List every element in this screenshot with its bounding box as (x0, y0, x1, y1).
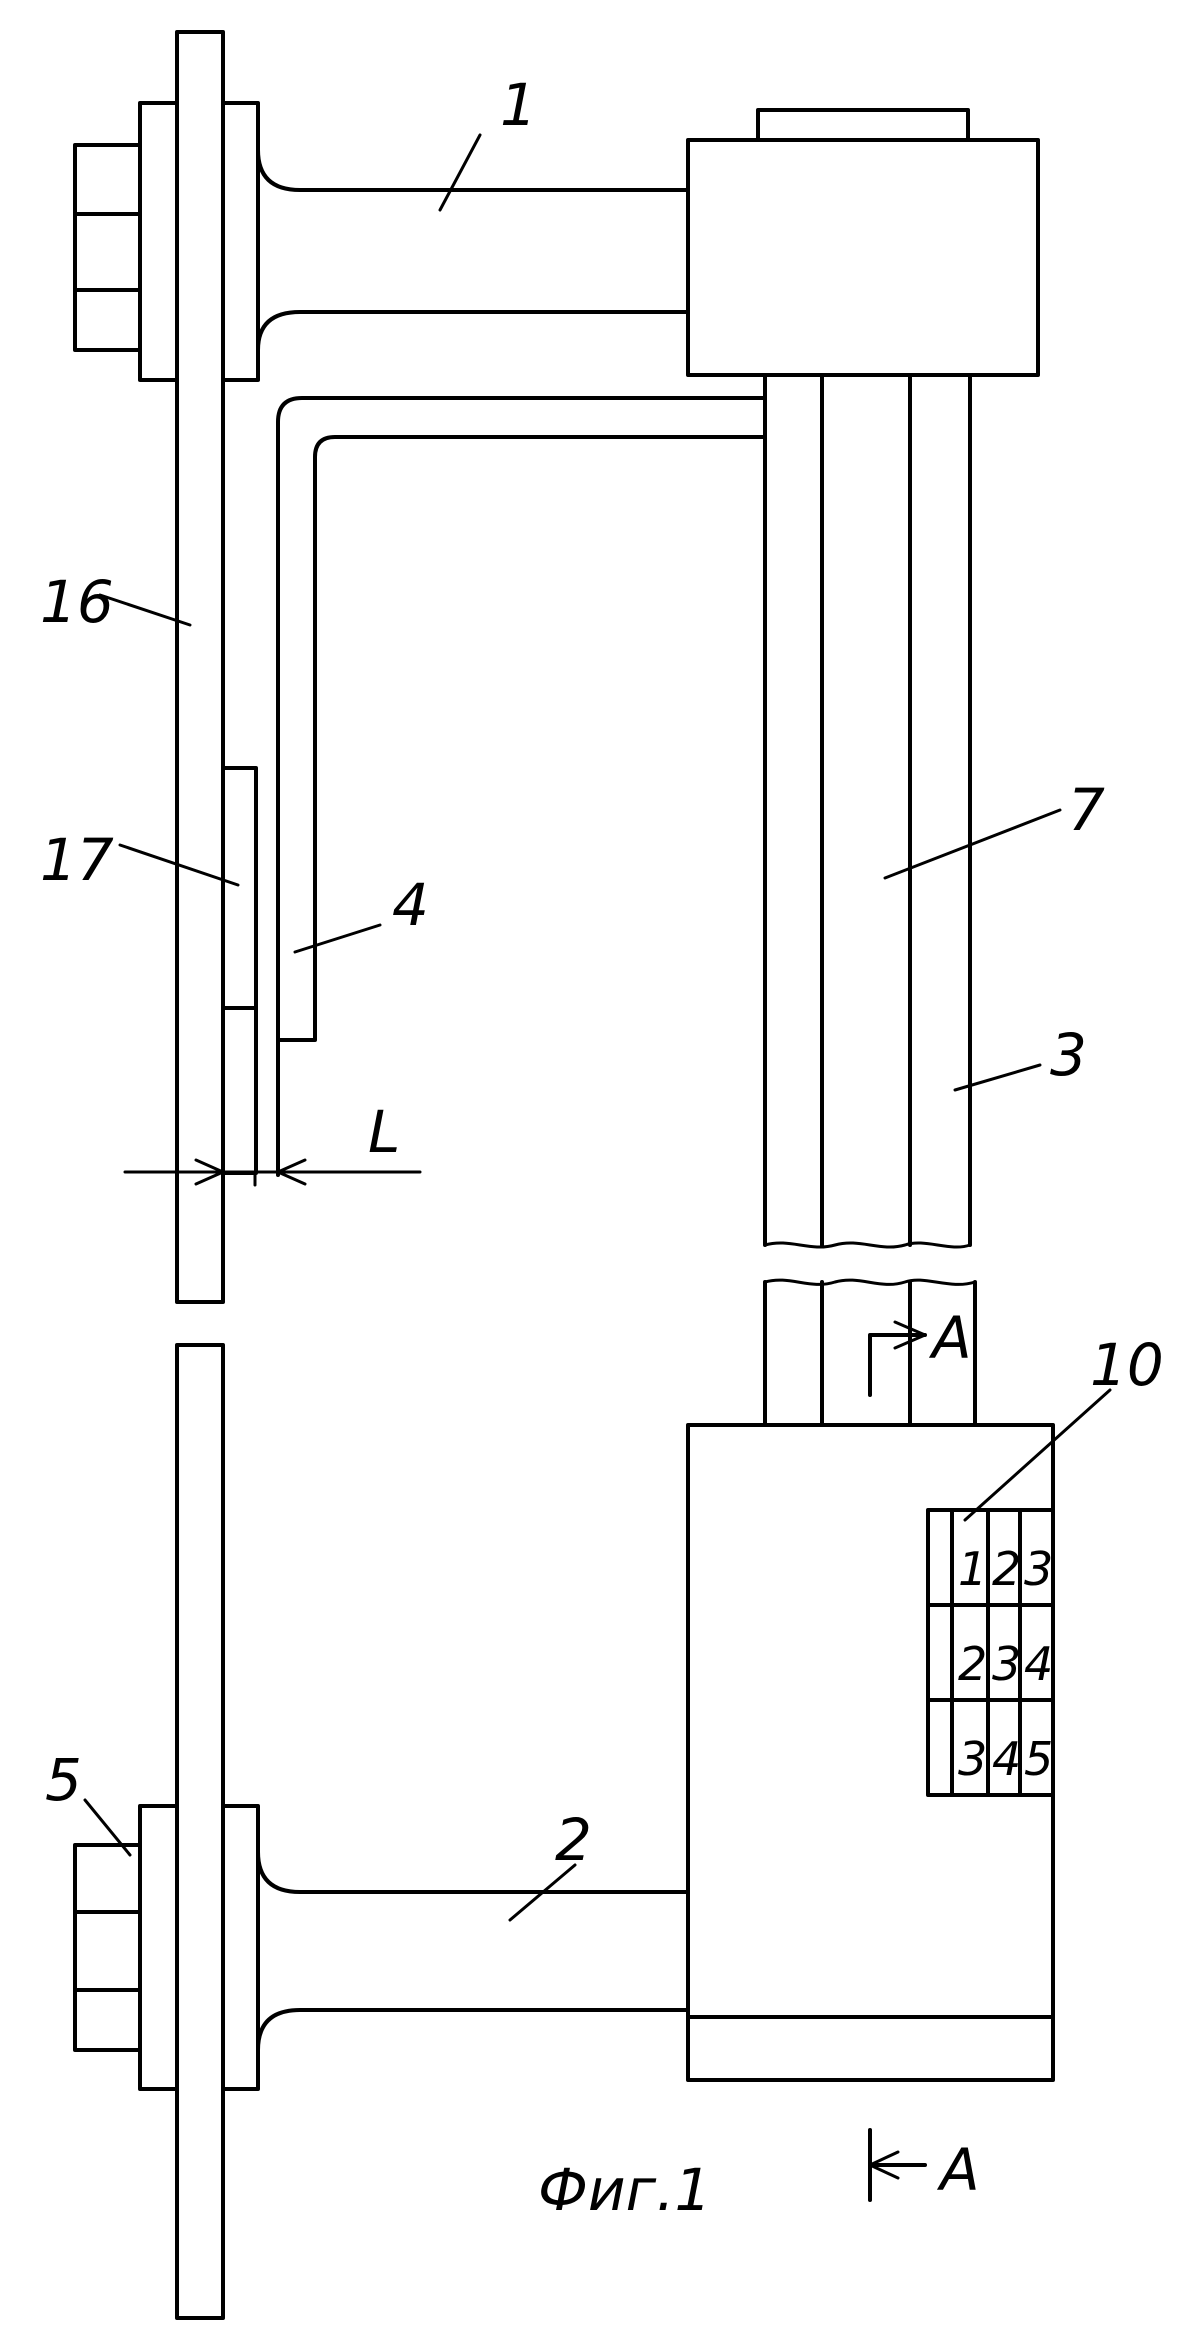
leader-lines (85, 135, 1110, 1920)
top-clamp-block (688, 110, 1038, 375)
table-cell: 3 (1024, 1542, 1053, 1596)
dimension-L: L (125, 1098, 420, 1185)
arm-1 (258, 150, 688, 350)
label-part-17: 17 (40, 826, 114, 894)
table-cell: 3 (958, 1732, 987, 1786)
label-part-7: 7 (1068, 776, 1105, 844)
bracket-4 (278, 398, 765, 1175)
label-part-16: 16 (40, 568, 114, 636)
table-cell: 1 (958, 1542, 987, 1596)
dimension-label-L: L (368, 1098, 400, 1166)
table-cell: 5 (1024, 1732, 1053, 1786)
label-part-1: 1 (500, 71, 537, 139)
table-cell: 2 (958, 1637, 987, 1691)
bolt-top (75, 103, 258, 380)
section-label-a-top: A (928, 1304, 972, 1372)
label-part-4: 4 (392, 871, 429, 939)
section-label-a-bottom: A (936, 2136, 980, 2204)
bolt-bottom (75, 1806, 258, 2089)
table-cell: 4 (992, 1732, 1021, 1786)
table-cell: 2 (992, 1542, 1021, 1596)
label-part-5: 5 (45, 1746, 82, 1814)
table-cell: 3 (992, 1637, 1021, 1691)
section-marker-top: A (870, 1304, 972, 1395)
label-part-3: 3 (1050, 1021, 1087, 1089)
label-part-10: 10 (1090, 1331, 1164, 1399)
section-marker-bottom: A (870, 2130, 980, 2204)
label-part-2: 2 (555, 1806, 592, 1874)
scale-table-10: 1 2 3 2 3 4 3 4 5 (928, 1510, 1053, 1795)
arm-2 (258, 1852, 688, 2050)
figure-caption: Фиг.1 (538, 2156, 711, 2224)
pad-17 (223, 768, 256, 1173)
table-cell: 4 (1024, 1637, 1053, 1691)
rod-upper (765, 375, 970, 1247)
